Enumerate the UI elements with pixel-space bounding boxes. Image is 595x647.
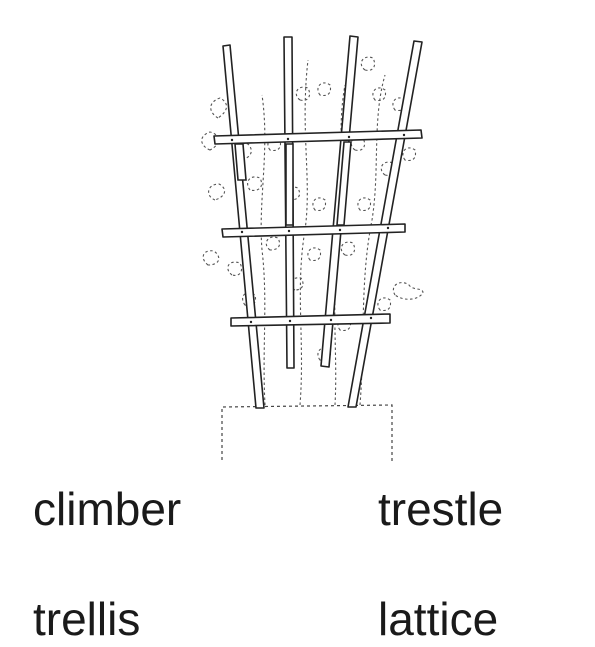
trellis-stakes xyxy=(222,35,423,409)
trellis-crossbars xyxy=(213,129,423,327)
option-4-label[interactable]: lattice xyxy=(378,593,499,645)
trellis-joint-nails xyxy=(230,133,406,324)
option-1-label[interactable]: climber xyxy=(33,483,182,535)
trellis-stake-fronts xyxy=(234,141,352,226)
option-2-label[interactable]: trestle xyxy=(378,483,504,535)
trellis-plant-illustration-icon xyxy=(201,35,424,462)
option-3-label[interactable]: trellis xyxy=(33,593,141,645)
planter-outline xyxy=(221,404,393,462)
